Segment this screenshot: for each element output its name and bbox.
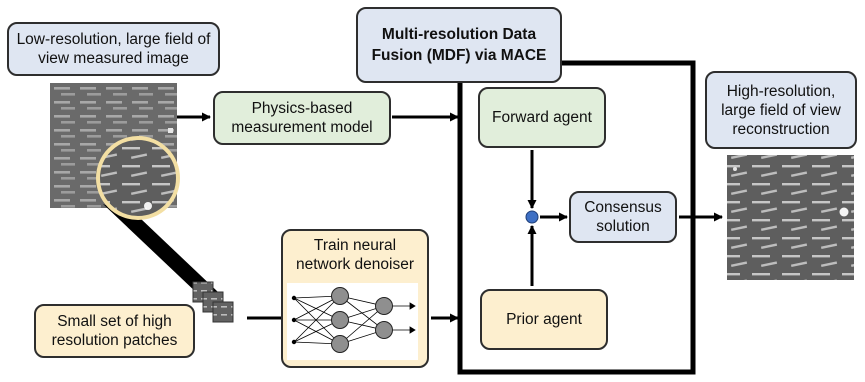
prior-agent-label: Prior agent xyxy=(506,311,582,328)
train-denoiser-box: Train neural network denoiser xyxy=(281,229,429,368)
forward-agent-label: Forward agent xyxy=(492,109,592,126)
mdf-title: Multi-resolution Data Fusion (MDF) via M… xyxy=(371,26,547,64)
patches-label-box: Small set of high resolution patches xyxy=(34,304,195,358)
consensus-box: Consensus solution xyxy=(569,191,677,243)
high-res-label: High-resolution, large field of view rec… xyxy=(721,82,841,138)
train-denoiser-label: Train neural network denoiser xyxy=(295,237,415,273)
magnifier-circle xyxy=(96,136,180,220)
consensus-label: Consensus solution xyxy=(584,199,662,235)
physics-model-box: Physics-based measurement model xyxy=(213,91,391,145)
low-res-label-box: Low-resolution, large field of view meas… xyxy=(7,22,220,76)
patches-label: Small set of high resolution patches xyxy=(51,313,178,349)
forward-agent-box: Forward agent xyxy=(478,87,606,148)
low-res-label: Low-resolution, large field of view meas… xyxy=(16,31,211,67)
high-res-label-box: High-resolution, large field of view rec… xyxy=(705,71,857,149)
prior-agent-box: Prior agent xyxy=(480,289,608,350)
high-res-patches xyxy=(192,281,234,323)
magnifier-cone xyxy=(103,204,218,294)
physics-model-label: Physics-based measurement model xyxy=(231,100,373,136)
consensus-dot xyxy=(525,210,539,224)
arrows xyxy=(177,112,723,323)
mdf-title-box: Multi-resolution Data Fusion (MDF) via M… xyxy=(356,7,562,83)
bright-spot xyxy=(144,202,152,210)
high-res-image xyxy=(727,155,854,280)
